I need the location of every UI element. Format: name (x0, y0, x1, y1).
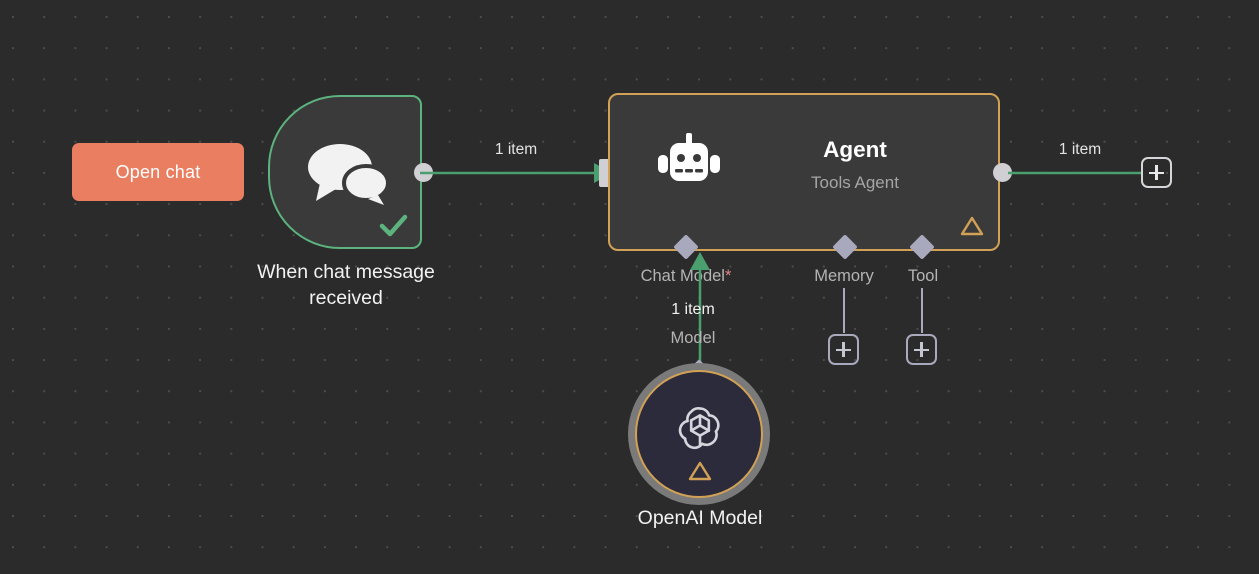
warning-triangle-icon[interactable] (688, 460, 712, 482)
trigger-node-label: When chat message received (257, 261, 435, 309)
openai-logo-icon (678, 407, 720, 450)
openai-node-inner (635, 370, 763, 498)
connector-stem-tool (921, 288, 923, 333)
sub-connector-label-chat-model: Chat Model* (606, 267, 766, 286)
connection-item-count-label: 1 item (494, 141, 538, 158)
model-connection-item-count-label: 1 item (671, 301, 715, 318)
agent-node[interactable]: Agent Tools Agent (608, 93, 1000, 251)
warning-triangle-icon[interactable] (960, 215, 984, 237)
agent-node-subtitle: Tools Agent (811, 173, 899, 192)
openai-node-label: OpenAI Model (637, 507, 763, 529)
agent-output-dot[interactable] (993, 163, 1012, 182)
add-memory-button[interactable] (828, 334, 859, 365)
agent-node-title: Agent (823, 137, 887, 162)
robot-icon (658, 133, 720, 181)
add-tool-button[interactable] (906, 334, 937, 365)
connector-stem-memory (843, 288, 845, 333)
model-connection-port-label: Model (670, 329, 716, 347)
sub-connector-label-tool: Tool (907, 267, 939, 285)
openai-model-node[interactable] (628, 363, 770, 505)
required-marker: * (724, 267, 732, 285)
chat-model-label-text: Chat Model (640, 267, 725, 285)
trigger-node-when-chat-message-received[interactable] (268, 95, 422, 249)
chat-bubbles-icon (308, 144, 390, 205)
agent-output-item-count-label: 1 item (1058, 141, 1102, 158)
sub-connector-label-memory: Memory (814, 267, 874, 285)
check-icon (379, 214, 408, 237)
open-chat-button[interactable]: Open chat (72, 143, 244, 201)
connection-agent-to-next[interactable] (1008, 160, 1148, 186)
add-node-button-right[interactable] (1141, 157, 1172, 188)
